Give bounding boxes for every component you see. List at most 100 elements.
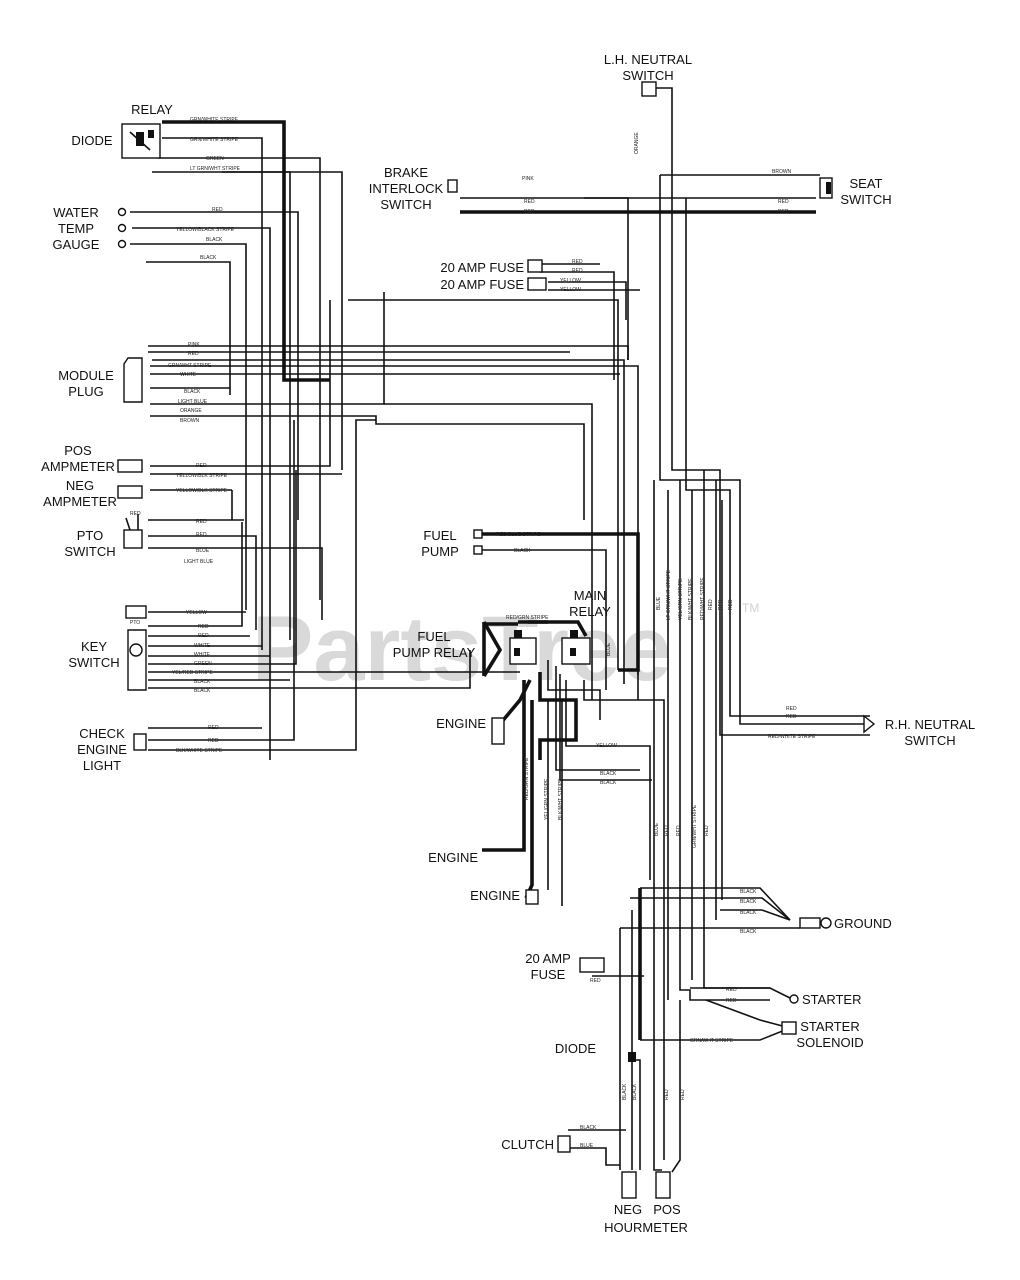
water-temp-label-2: TEMP <box>58 221 94 236</box>
wire-label: BLACK <box>740 910 757 916</box>
wire-label: RED/BLUE STRIPE <box>496 532 541 538</box>
wire-label: YELLOW <box>186 610 207 616</box>
wire-label: BROWN <box>180 418 200 424</box>
check-engine-label-2: ENGINE <box>77 742 127 757</box>
fuel-pump-label-1: FUEL <box>423 528 456 543</box>
engine-1-label: ENGINE <box>436 716 486 731</box>
pos-ampmeter[interactable]: POS AMPMETER <box>41 443 143 474</box>
wire-label: GRN/WHT STRIPE <box>168 363 212 369</box>
wire-label: BLACK <box>622 1083 628 1100</box>
wire-label: LT GRN/WHT STRIPE <box>666 569 672 620</box>
wire-label: YELLOW/BLACK STRIPE <box>176 227 235 233</box>
hourmeter[interactable]: NEG POS HOURMETER <box>604 1171 688 1235</box>
water-temp-gauge[interactable]: WATER TEMP GAUGE <box>53 205 127 252</box>
seat-switch-label-2: SWITCH <box>840 192 891 207</box>
wire-label: RED/GRN STRIPE <box>524 757 530 800</box>
wire-label: BLACK <box>206 237 223 243</box>
rh-neutral-switch[interactable]: R.H. NEUTRAL SWITCH <box>863 714 975 748</box>
wire-label: BLK/WHITE STRIPE <box>176 748 223 754</box>
wire-label: BLACK <box>740 929 757 935</box>
engine-connector-2[interactable]: ENGINE <box>428 850 478 865</box>
watermark-trademark: TM <box>742 601 759 615</box>
fuel-pump-relay-label-2: PUMP RELAY <box>393 645 476 660</box>
hourmeter-label: HOURMETER <box>604 1220 688 1235</box>
engine-connector-3[interactable]: ENGINE <box>470 888 539 905</box>
relay-label: RELAY <box>131 102 173 117</box>
lh-neutral-switch[interactable]: L.H. NEUTRAL SWITCH <box>604 52 692 97</box>
wire-label: YELLOW/BLK STRIPE <box>176 473 228 479</box>
check-engine-light[interactable]: CHECK ENGINE LIGHT <box>77 726 147 773</box>
brake-interlock-switch[interactable]: BRAKE INTERLOCK SWITCH <box>369 165 458 212</box>
seat-switch[interactable]: SEAT SWITCH <box>819 176 892 207</box>
wire-label: RED <box>208 738 219 744</box>
lh-neutral-switch-label-1: L.H. NEUTRAL <box>604 52 692 67</box>
wire-label: PINK <box>522 176 534 182</box>
diode-bottom-label: DIODE <box>555 1041 597 1056</box>
wire-harness <box>130 87 870 1173</box>
wire-label: BLUE <box>656 596 662 610</box>
wire-label: RED <box>196 532 207 538</box>
key-switch[interactable]: KEY SWITCH <box>68 605 147 691</box>
wire-label: RED <box>726 998 737 1004</box>
module-plug[interactable]: MODULE PLUG <box>58 357 143 403</box>
wire-label: RED <box>130 511 141 517</box>
fuel-pump-relay-label-1: FUEL <box>417 629 450 644</box>
main-relay-label-2: RELAY <box>569 604 611 619</box>
wire-label: BLACK <box>580 1125 597 1131</box>
wire-label: LIGHT BLUE <box>184 559 214 565</box>
diode-bottom[interactable]: DIODE <box>555 1041 636 1062</box>
clutch[interactable]: CLUTCH <box>501 1135 571 1153</box>
pto-switch-label-2: SWITCH <box>64 544 115 559</box>
wire-label: BLACK <box>194 679 211 685</box>
wire-label: RED/GRN STRIPE <box>506 615 549 621</box>
pos-ampmeter-label-2: AMPMETER <box>41 459 115 474</box>
wire-label: RED <box>708 599 714 610</box>
wire-label: RED <box>786 714 797 720</box>
main-relay[interactable]: MAIN RELAY <box>561 588 611 665</box>
engine-connector-1[interactable]: ENGINE <box>436 716 505 745</box>
ground-terminal[interactable]: GROUND <box>799 916 892 931</box>
pos-ampmeter-label-1: POS <box>64 443 92 458</box>
wire-label: RED <box>728 599 734 610</box>
wire-label: RED <box>590 978 601 984</box>
wire-label: BLACK <box>194 688 211 694</box>
wire-label: BLACK <box>740 899 757 905</box>
wire-label: LT GRN/WHT STRIPE <box>190 166 241 172</box>
wire-label: RED <box>778 209 789 215</box>
neg-ampmeter[interactable]: NEG AMPMETER <box>43 478 143 509</box>
hourmeter-neg-label: NEG <box>614 1202 642 1217</box>
wire-label: BLACK <box>632 1083 638 1100</box>
wire-label: BLK/WHT STRIPE <box>688 578 694 620</box>
fuel-pump-label-2: PUMP <box>421 544 459 559</box>
fuel-pump-relay[interactable]: FUEL PUMP RELAY <box>393 621 537 677</box>
wire-label: ORANGE <box>180 408 202 414</box>
fuse-block-top[interactable]: 20 AMP FUSE 20 AMP FUSE <box>440 259 547 292</box>
ground-label: GROUND <box>834 916 892 931</box>
brake-label-1: BRAKE <box>384 165 428 180</box>
wire-label: RED <box>188 351 199 357</box>
wire-label: GRN/WHT STRIPE <box>690 1038 734 1044</box>
fuse-bottom-label-1: 20 AMP <box>525 951 571 966</box>
wire-label: PTO <box>130 620 140 626</box>
wire-label: RED <box>198 624 209 630</box>
fuse-bottom-label-2: FUSE <box>531 967 566 982</box>
wire-label: RED/WHT STRIPE <box>700 577 706 620</box>
fuse-bottom[interactable]: 20 AMP FUSE <box>525 951 605 982</box>
pto-switch-label-1: PTO <box>77 528 104 543</box>
relay-top[interactable]: RELAY DIODE <box>71 102 173 159</box>
wire-label: WHITE <box>194 652 211 658</box>
starter-solenoid[interactable]: STARTER SOLENOID <box>781 1019 864 1050</box>
fuse-a-label: 20 AMP FUSE <box>440 260 524 275</box>
wire-label: BLACK <box>600 771 617 777</box>
wire-label: RED <box>718 599 724 610</box>
wire-label: BROWN <box>772 169 792 175</box>
fuel-pump[interactable]: FUEL PUMP <box>421 528 483 559</box>
wire-label: YEL/GRN STRIPE <box>678 578 684 620</box>
water-temp-label-1: WATER <box>53 205 99 220</box>
wire-label: RED <box>196 463 207 469</box>
wire-label: PINK <box>188 342 200 348</box>
hourmeter-pos-label: POS <box>653 1202 681 1217</box>
pto-switch[interactable]: PTO SWITCH <box>64 514 143 559</box>
starter-terminal[interactable]: STARTER <box>789 992 861 1007</box>
